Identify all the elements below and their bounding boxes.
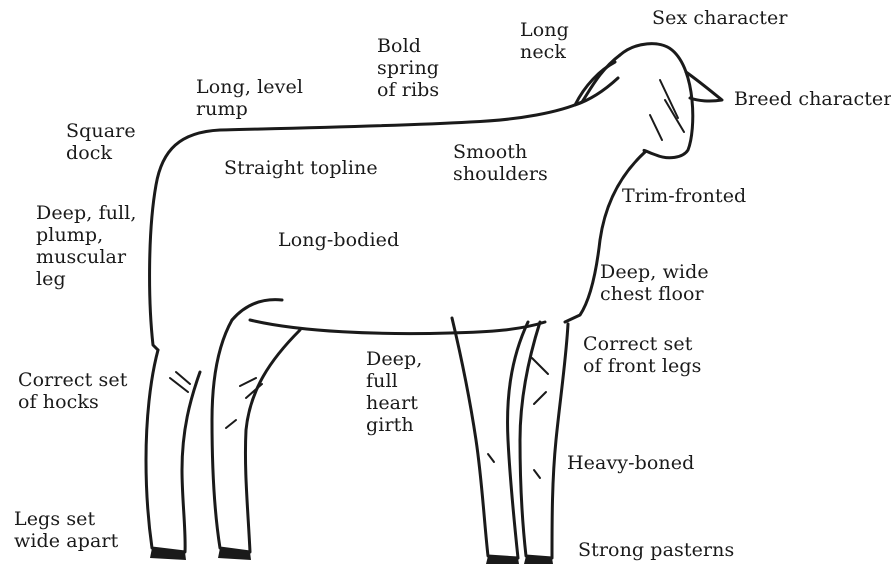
sheep-ear-front — [575, 62, 618, 105]
sheep-front-leg-front — [520, 322, 568, 558]
label-correct-set-of-front-legs: Correct set of front legs — [583, 333, 702, 377]
label-sex-character: Sex character — [652, 7, 788, 29]
sheep-stifle-line — [232, 300, 282, 320]
sheep-hind-leg-front — [212, 320, 300, 552]
label-long-bodied: Long-bodied — [278, 229, 399, 251]
sheep-head — [620, 44, 693, 158]
label-smooth-shoulders: Smooth shoulders — [453, 141, 548, 185]
label-deep-full-plump-muscular-leg: Deep, full, plump, muscular leg — [36, 202, 137, 290]
sheep-front-leg-rear — [452, 318, 528, 558]
label-deep-full-heart-girth: Deep, full heart girth — [366, 348, 422, 436]
label-breed-character: Breed character — [734, 88, 891, 110]
label-square-dock: Square dock — [66, 120, 136, 164]
label-heavy-boned: Heavy-boned — [567, 452, 694, 474]
label-trim-fronted: Trim-fronted — [622, 185, 746, 207]
label-legs-set-wide-apart: Legs set wide apart — [14, 508, 118, 552]
label-correct-set-of-hocks: Correct set of hocks — [18, 369, 127, 413]
label-deep-wide-chest-floor: Deep, wide chest floor — [600, 261, 709, 305]
label-long-level-rump: Long, level rump — [196, 76, 303, 120]
sheep-body-outline — [150, 102, 582, 350]
sheep-belly — [250, 320, 545, 334]
label-long-neck: Long neck — [520, 19, 569, 63]
label-straight-topline: Straight topline — [224, 157, 378, 179]
label-strong-pasterns: Strong pasterns — [578, 539, 734, 561]
label-bold-spring-of-ribs: Bold spring of ribs — [377, 35, 439, 101]
